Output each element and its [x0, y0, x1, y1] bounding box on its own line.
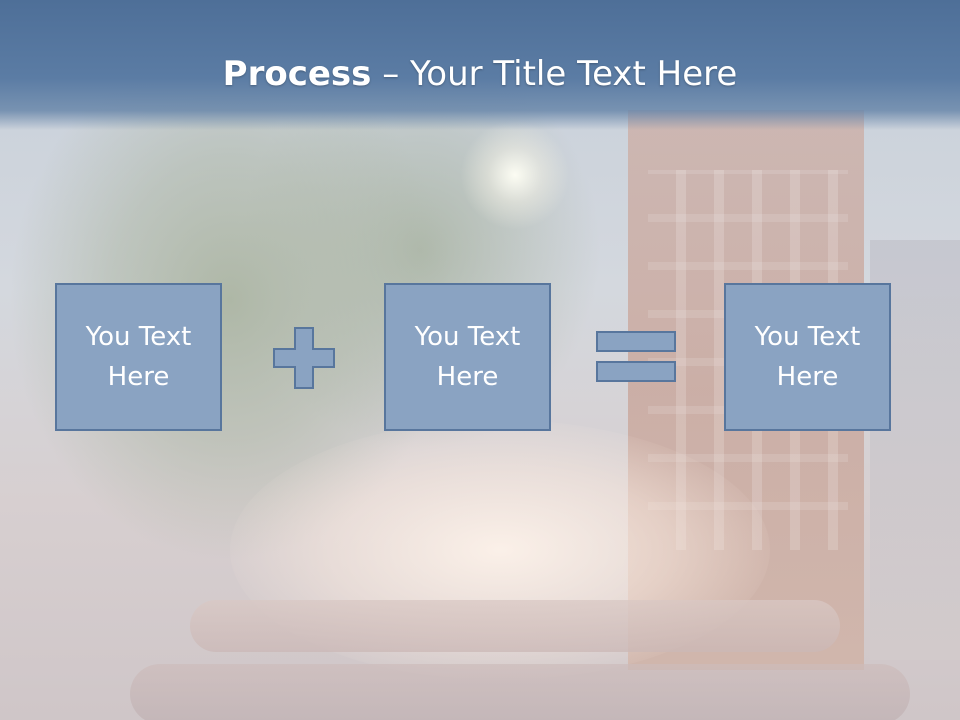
process-box-1[interactable]: You Text Here [55, 283, 222, 431]
title-band [0, 0, 960, 130]
slide-title: Process – Your Title Text Here [0, 52, 960, 96]
process-box-1-label: You Text Here [85, 322, 192, 392]
background-fountain-basin-lower [130, 664, 910, 720]
title-bold: Process [222, 54, 372, 94]
background-lamp-glow [460, 120, 570, 230]
plus-icon [273, 327, 335, 389]
title-rest: Your Title Text Here [410, 54, 738, 94]
process-box-2-label: You Text Here [414, 322, 521, 392]
process-box-3[interactable]: You Text Here [724, 283, 891, 431]
process-box-2[interactable]: You Text Here [384, 283, 551, 431]
title-dash: – [371, 54, 411, 94]
equals-icon [596, 331, 676, 382]
process-box-3-label: You Text Here [754, 322, 861, 392]
background-fountain-basin [190, 600, 840, 652]
